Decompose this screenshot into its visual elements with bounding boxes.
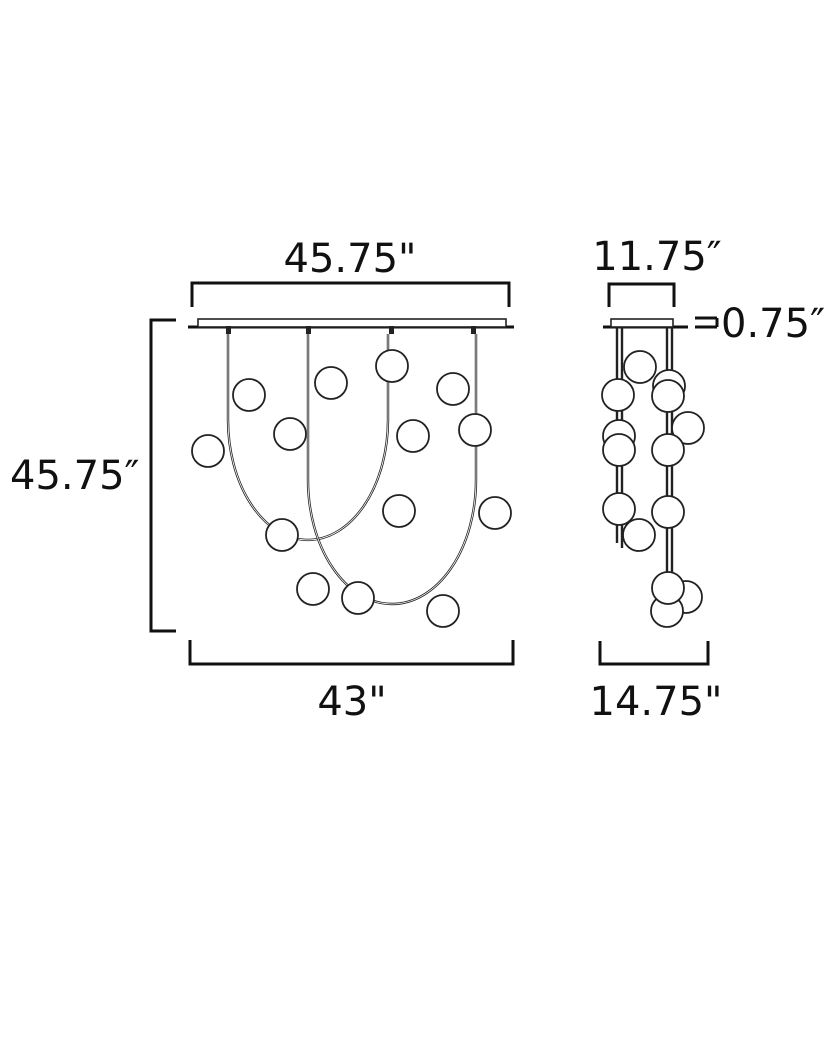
side-view: 11.75″ 0.75″ <box>590 234 825 725</box>
front-globe <box>375 349 409 383</box>
front-top-width-bracket <box>190 281 511 307</box>
front-u-rod-right-highlight <box>307 334 477 605</box>
front-rod-mount <box>471 326 476 334</box>
front-globe <box>341 581 375 615</box>
side-canopy-thickness-label: 0.75″ <box>721 301 825 347</box>
front-globe <box>273 417 307 451</box>
side-globe <box>601 378 635 412</box>
front-rod-mount <box>389 326 394 334</box>
front-globe <box>426 594 460 628</box>
front-globe <box>232 378 266 412</box>
side-canopy-width-bracket <box>607 282 676 307</box>
front-globe <box>458 413 492 447</box>
front-height-bracket <box>149 318 176 633</box>
side-canopy-thickness-bracket <box>695 316 719 329</box>
front-top-width-label: 45.75" <box>284 236 417 282</box>
side-globe <box>651 571 685 605</box>
front-canopy <box>197 318 507 328</box>
front-globe <box>265 518 299 552</box>
side-globe <box>602 492 636 526</box>
front-globe <box>314 366 348 400</box>
side-globe <box>671 411 705 445</box>
front-rod-mount <box>306 326 311 334</box>
side-canopy <box>610 318 674 328</box>
front-view: 45.75" 45.75″ 43" <box>10 236 515 725</box>
side-globe <box>622 518 656 552</box>
front-bottom-width-bracket <box>188 640 515 666</box>
side-globe <box>651 433 685 467</box>
side-depth-bracket <box>598 641 710 666</box>
front-globe <box>436 372 470 406</box>
front-globe <box>296 572 330 606</box>
side-globe <box>602 433 636 467</box>
front-rod-mount <box>226 326 231 334</box>
front-globe <box>191 434 225 468</box>
side-globe <box>623 350 657 384</box>
side-depth-label: 14.75" <box>590 679 723 725</box>
front-globe <box>382 494 416 528</box>
front-u-rod-left-highlight <box>227 334 389 541</box>
side-globe <box>651 495 685 529</box>
front-globe <box>478 496 512 530</box>
front-globe <box>396 419 430 453</box>
side-canopy-width-label: 11.75″ <box>592 234 721 280</box>
side-globe <box>651 379 685 413</box>
front-bottom-width-label: 43" <box>317 679 386 725</box>
front-height-label: 45.75″ <box>10 453 139 499</box>
